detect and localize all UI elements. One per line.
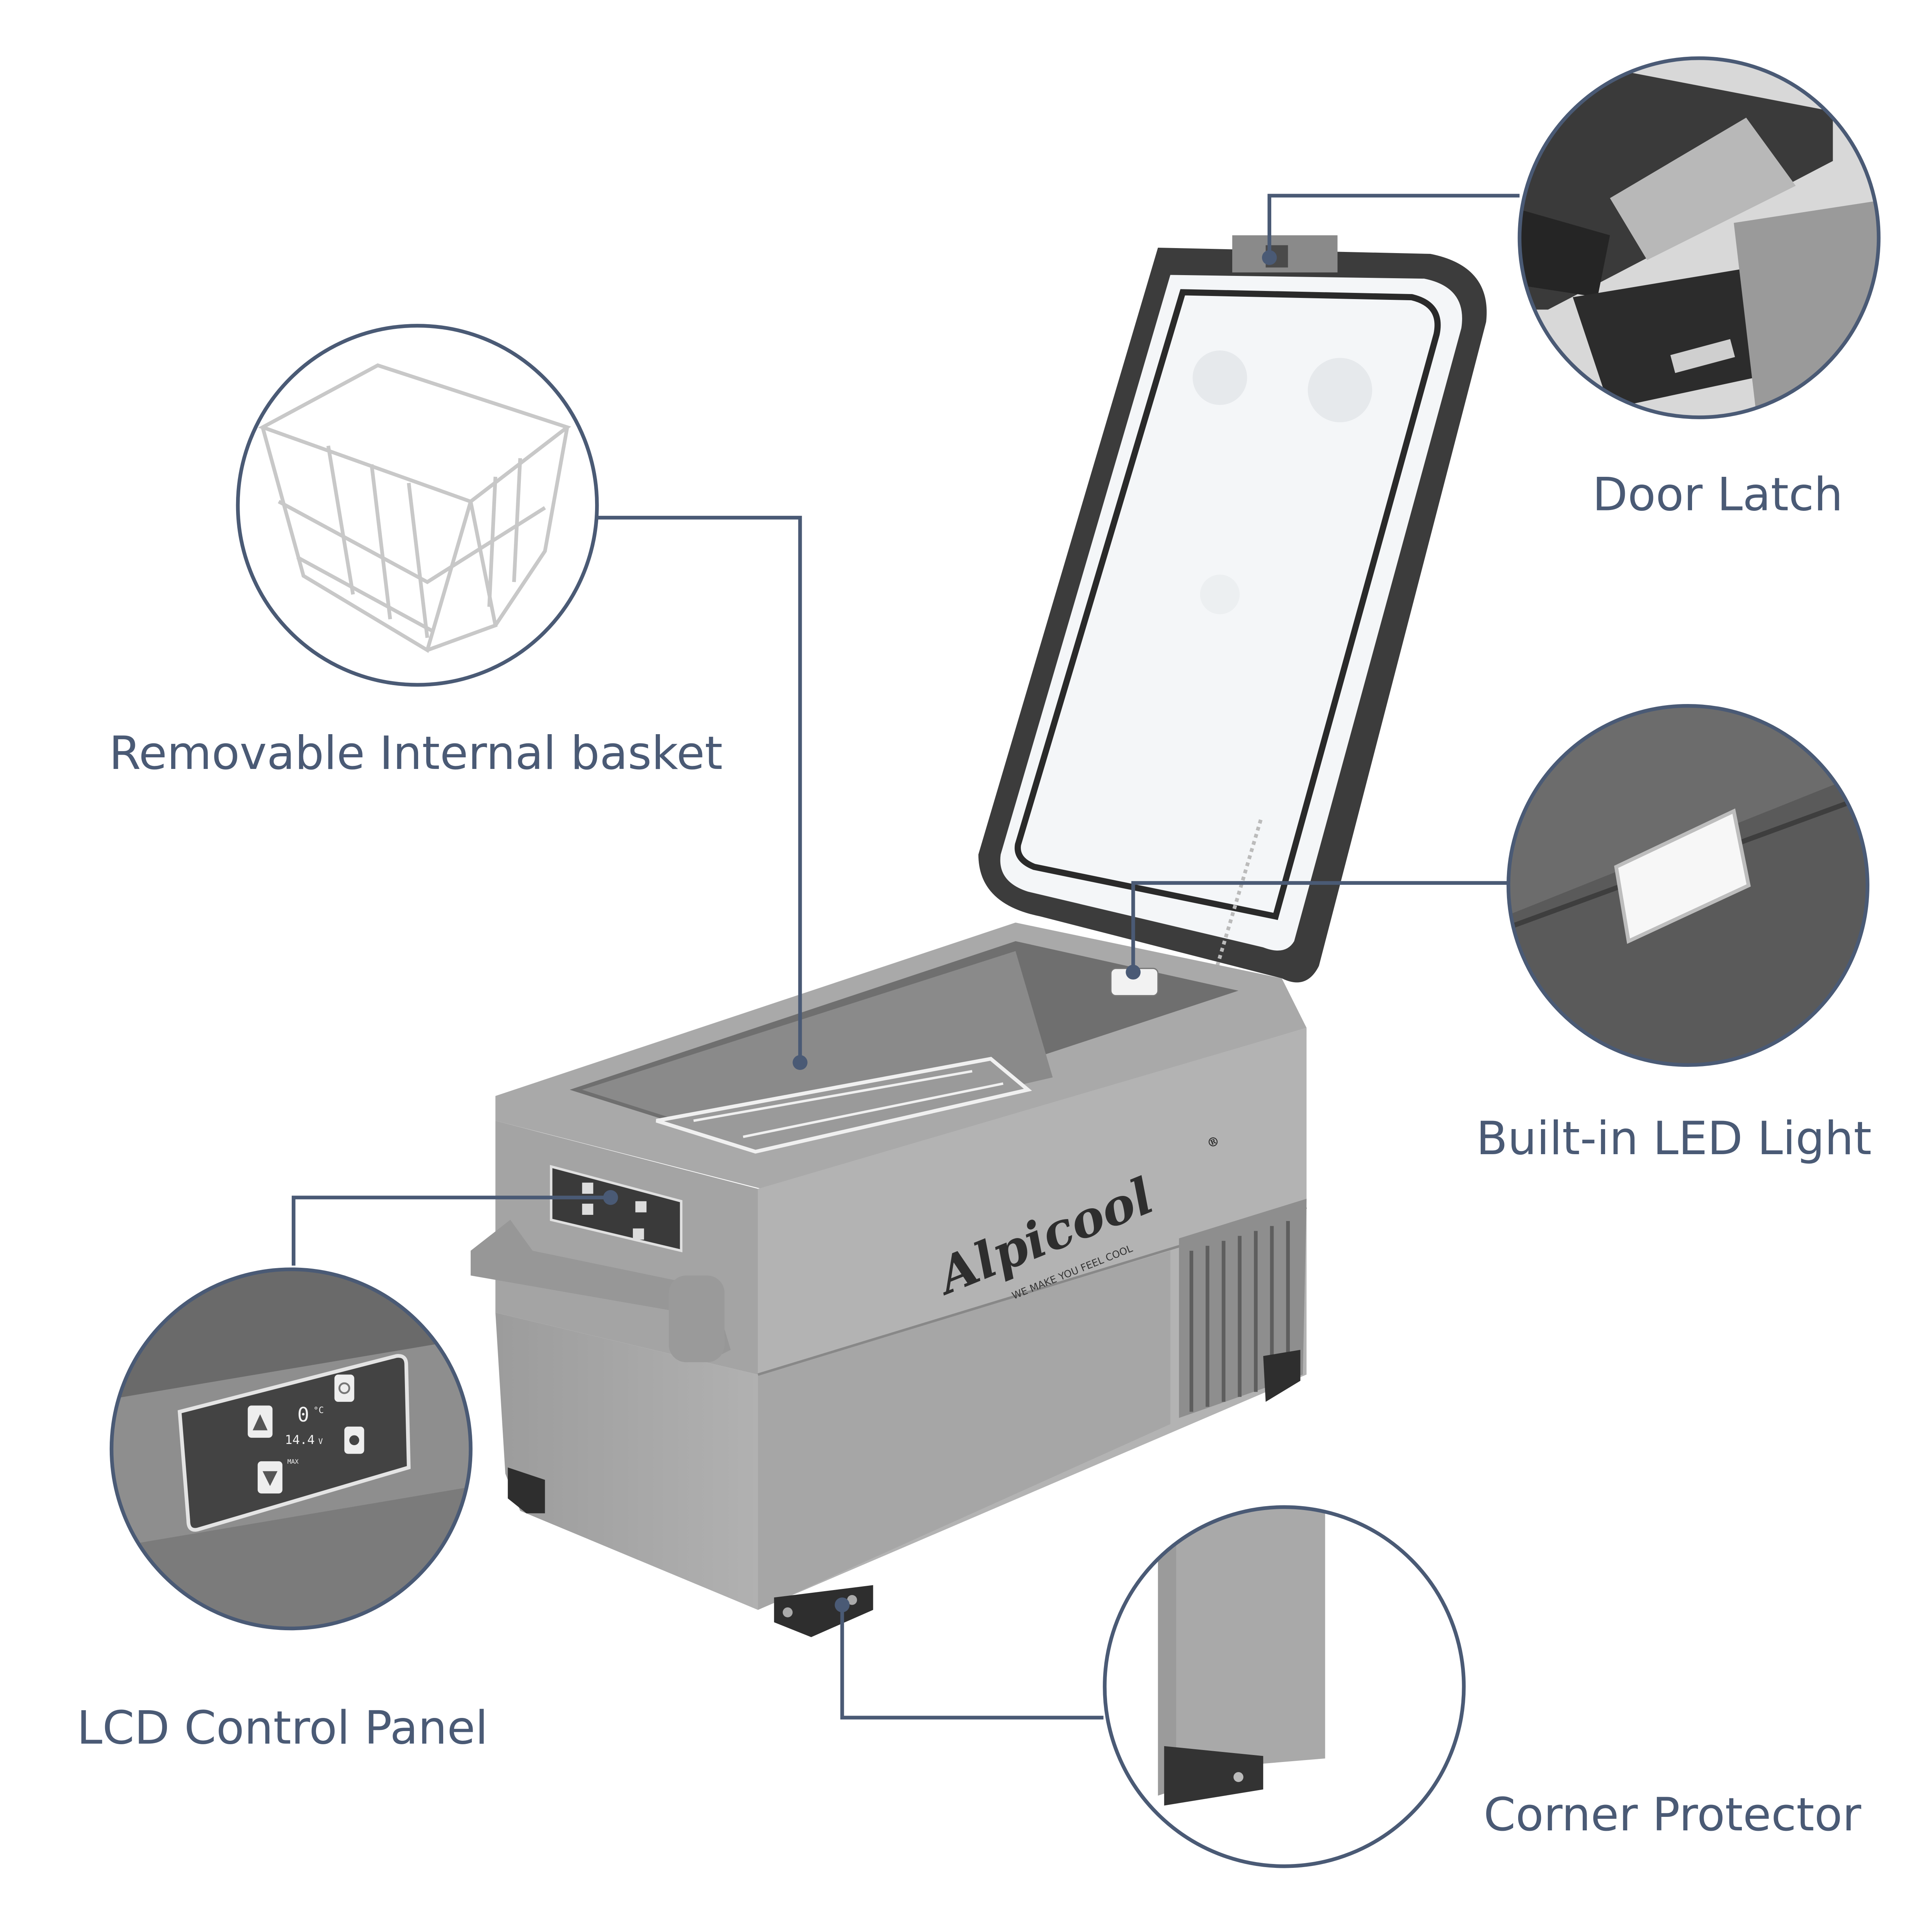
internal-basket [656, 1057, 1032, 1154]
callout-dots [603, 250, 1277, 1612]
callout-label-lcd-panel: LCD Control Panel [77, 1701, 488, 1754]
lcd-leader-line [291, 1196, 611, 1266]
basket-leader-line [598, 515, 802, 1063]
latch-leader-line [1267, 194, 1520, 258]
open-lid [978, 235, 1487, 1041]
corner-leader-line [840, 1605, 1104, 1719]
cooler-product: Alpicool ® WE MAKE YOU FEEL COOL [471, 235, 1487, 1637]
svg-text:0: 0 [297, 1403, 309, 1427]
door-latch-detail-circle [1517, 56, 1881, 419]
control-panel [550, 1165, 683, 1252]
callout-label-door-latch: Door Latch [1592, 468, 1843, 521]
callout-label-corner-protector: Corner Protector [1484, 1788, 1861, 1841]
basket-detail-circle [236, 324, 599, 687]
svg-text:V: V [318, 1437, 323, 1446]
led-light-detail-circle [1506, 704, 1869, 1067]
led-leader-line [1131, 881, 1507, 972]
callout-lines [291, 194, 1520, 1719]
svg-text:°C: °C [313, 1405, 324, 1415]
callout-label-basket: Removable Internal basket [109, 726, 723, 780]
svg-text:MAX: MAX [287, 1458, 299, 1465]
lcd-panel-detail-circle: 0 °C 14.4 V MAX [109, 1267, 473, 1631]
power-icon [334, 1374, 354, 1402]
corner-protector-detail-circle [1103, 1505, 1466, 1868]
corner-protector-parts [508, 1350, 1301, 1637]
svg-text:14.4: 14.4 [285, 1432, 315, 1447]
callout-label-led-light: Built-in LED Light [1476, 1112, 1871, 1165]
